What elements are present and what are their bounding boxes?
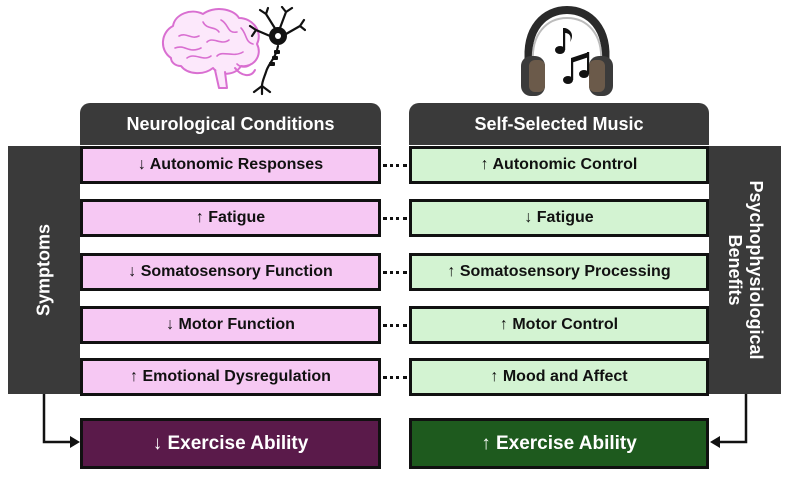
benefits-label-line2: Benefits <box>725 234 745 306</box>
left-item-autonomic: ↓ Autonomic Responses <box>80 146 381 184</box>
benefits-label-line1: Psychophysiological <box>746 180 766 360</box>
right-arrow <box>710 394 748 448</box>
brain-icon <box>162 8 260 89</box>
right-item-fatigue: ↓ Fatigue <box>409 199 709 237</box>
left-item-fatigue: ↑ Fatigue <box>80 199 381 237</box>
neurological-conditions-header: Neurological Conditions <box>80 103 381 145</box>
symptoms-label: Symptoms <box>33 223 54 317</box>
right-item-motor: ↑ Motor Control <box>409 306 709 344</box>
connector-fatigue <box>383 217 407 220</box>
right-item-mood: ↑ Mood and Affect <box>409 358 709 396</box>
left-item-emotional: ↑ Emotional Dysregulation <box>80 358 381 396</box>
connector-mood <box>383 376 407 379</box>
symptoms-panel: Symptoms <box>8 146 80 394</box>
right-outcome-box: ↑ Exercise Ability <box>409 418 709 469</box>
music-notes-icon <box>555 28 590 84</box>
left-item-motor: ↓ Motor Function <box>80 306 381 344</box>
psychophysiological-benefits-panel: Psychophysiological Benefits <box>709 146 781 394</box>
left-outcome-box: ↓ Exercise Ability <box>80 418 381 469</box>
neuron-icon <box>248 6 306 96</box>
psychophysiological-benefits-label: Psychophysiological Benefits <box>724 180 766 359</box>
connector-somatosensory <box>383 271 407 274</box>
headphones-icon <box>521 6 613 96</box>
right-item-autonomic: ↑ Autonomic Control <box>409 146 709 184</box>
right-item-somatosensory: ↑ Somatosensory Processing <box>409 253 709 291</box>
connector-motor <box>383 324 407 327</box>
self-selected-music-header: Self-Selected Music <box>409 103 709 145</box>
left-item-somatosensory: ↓ Somatosensory Function <box>80 253 381 291</box>
connector-autonomic <box>383 164 407 167</box>
left-arrow <box>42 394 80 448</box>
